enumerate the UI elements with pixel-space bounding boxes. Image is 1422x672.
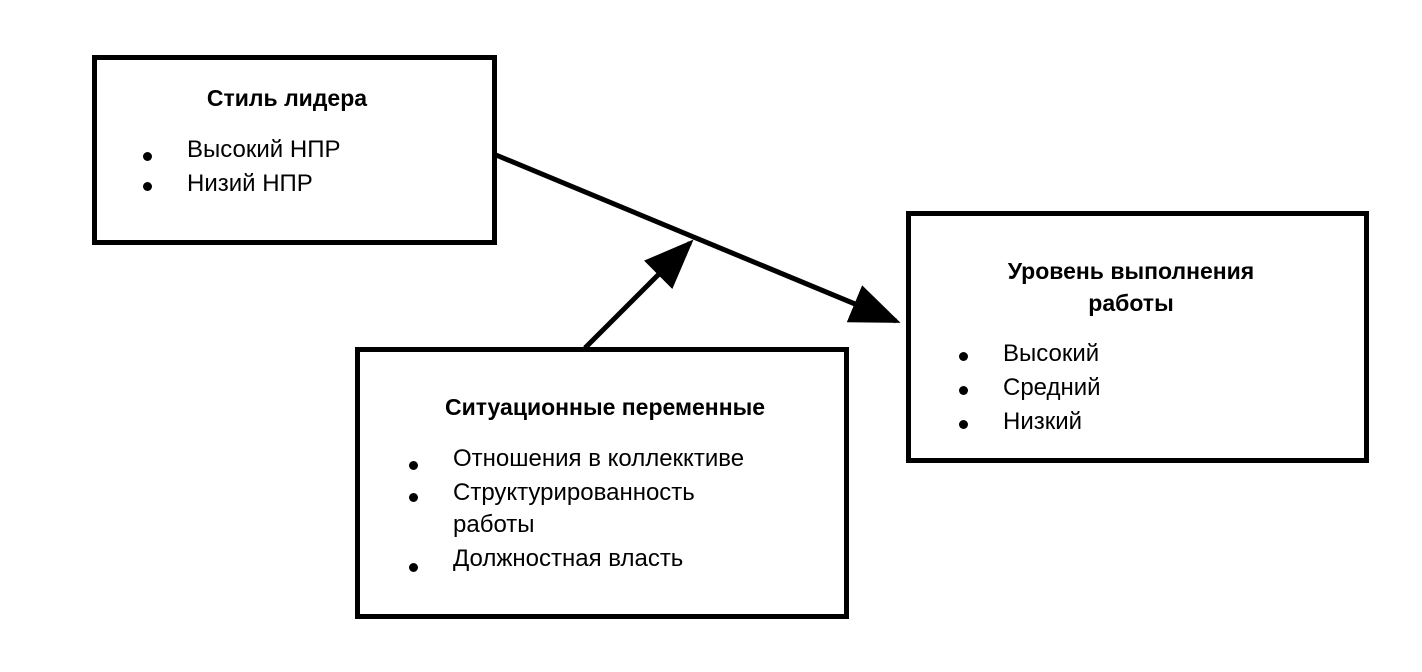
performance-title-line1: Уровень выполнения [1007, 258, 1255, 284]
bullet-icon [959, 420, 968, 429]
bullet-icon [409, 461, 418, 470]
bullet-icon [143, 182, 152, 191]
situational-title: Ситуационные переменные [444, 394, 766, 420]
leader-style-box [92, 55, 497, 245]
performance-box [906, 211, 1369, 463]
performance-item: Высокий [1003, 340, 1100, 367]
situational-item-cont: работы [453, 511, 535, 538]
situational-item: Отношения в коллекктиве [453, 445, 745, 472]
arrow-style-to-performance [495, 152, 901, 324]
bullet-icon [409, 493, 418, 502]
situational-item: Должностная власть [453, 545, 684, 572]
situational-box [355, 347, 849, 619]
performance-item: Низкий [1003, 408, 1083, 435]
leader-style-item: Низий НПР [187, 170, 313, 197]
performance-title-line2: работы [1088, 290, 1174, 316]
bullet-icon [959, 386, 968, 395]
performance-item: Средний [1003, 374, 1101, 401]
leader-style-title: Стиль лидера [206, 85, 368, 111]
bullet-icon [959, 352, 968, 361]
situational-item: Структурированность [453, 479, 695, 506]
leader-style-item: Высокий НПР [187, 136, 341, 163]
bullet-icon [409, 563, 418, 572]
bullet-icon [143, 152, 152, 161]
arrow-situational-to-link [583, 239, 694, 350]
